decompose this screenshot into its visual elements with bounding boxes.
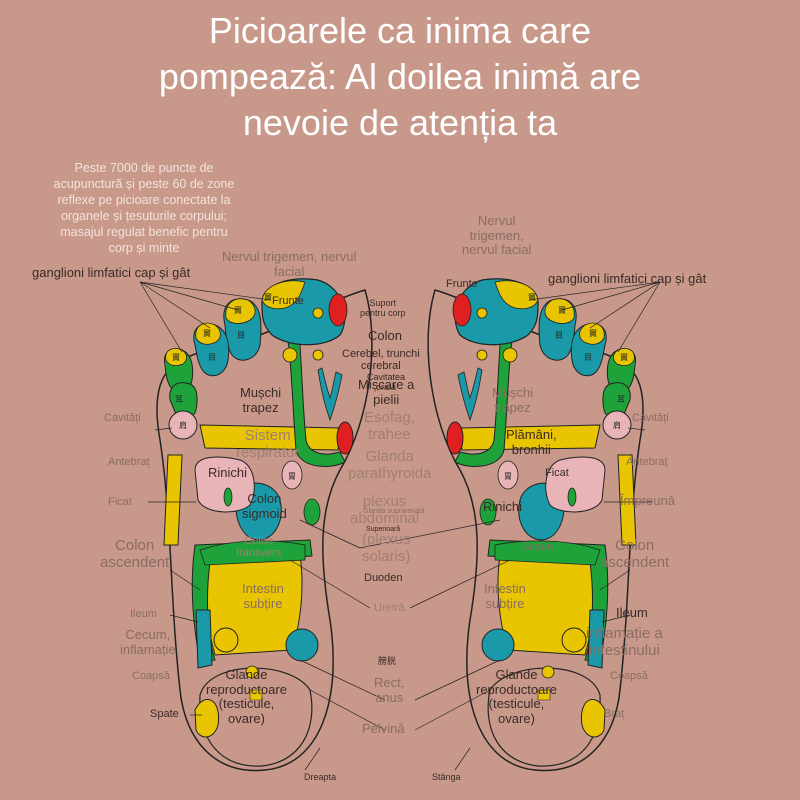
- leader-lines: [139, 281, 661, 771]
- label-glanda-suprarenala: Glanda suprarenală: [363, 508, 425, 515]
- label-pelvina: Pelvină: [362, 721, 405, 736]
- title-line-1: Picioarele ca inima care: [208, 10, 592, 51]
- svg-text:目: 目: [584, 353, 592, 362]
- label-esofag: Esofag,trahee: [364, 409, 415, 443]
- label-frunte-right: Frunte: [446, 278, 478, 290]
- label-ficat-right-zone: Ficat: [545, 467, 569, 479]
- ear-glyph-l: 耳: [175, 395, 183, 404]
- svg-text:目: 目: [555, 331, 563, 340]
- svg-text:竇: 竇: [620, 352, 628, 362]
- label-cavitati-right: Cavități: [632, 412, 669, 424]
- subtitle-line: corp și minte: [108, 241, 180, 255]
- sinus-glyph-2: 竇: [203, 328, 211, 338]
- label-colon-center: Colon: [368, 328, 402, 343]
- label-cecum: Cecum,inflamație: [120, 627, 176, 657]
- svg-text:竇: 竇: [589, 328, 597, 338]
- subtitle-line: organele și țesuturile corpului;: [60, 209, 228, 223]
- subtitle-line: masajul regulat benefic pentru: [60, 225, 228, 239]
- title-line-2: pompează: Al doilea inimă are: [158, 56, 642, 97]
- sinus-glyph-4: 竇: [264, 292, 272, 302]
- svg-text:肩: 肩: [613, 420, 621, 430]
- label-antebrat-left: Antebraț: [108, 456, 150, 468]
- label-cavitati-left: Cavități: [104, 412, 141, 424]
- label-impreuna: Împreună: [620, 493, 675, 508]
- label-coapsa-right: Coapsă: [610, 670, 648, 682]
- label-plamani: Plămâni,bronhii: [506, 427, 557, 457]
- svg-text:胃: 胃: [504, 472, 512, 481]
- label-uretra: Uretră: [374, 602, 405, 614]
- sinus-glyph-3: 竇: [172, 352, 180, 362]
- label-rinichi-left: Rinichi: [208, 465, 248, 480]
- subtitle-line: Peste 7000 de puncte de: [74, 161, 214, 175]
- subtitle-line: reflexe pe picioare conectate la: [57, 193, 231, 207]
- label-antebrat-right: Antebraț: [626, 456, 668, 468]
- label-coapsa-left: Coapsă: [132, 670, 170, 682]
- svg-text:耳: 耳: [617, 395, 625, 404]
- label-brat: Braț: [604, 708, 625, 720]
- title-line-3: nevoie de atenția ta: [242, 102, 558, 143]
- label-rect-anus: Rect,anus: [374, 675, 405, 705]
- page-title: Picioarele ca inima care pompează: Al do…: [40, 8, 760, 146]
- label-superioara: Superioară: [366, 526, 401, 533]
- label-ficat-left: Ficat: [108, 496, 132, 508]
- label-ganglioni-right: ganglioni limfatici cap și gât: [548, 271, 707, 286]
- subtitle-line: acupunctură și peste 60 de zone: [53, 177, 235, 191]
- label-bladder-glyph: 膀胱: [378, 656, 397, 666]
- label-frunte-left: Frunte: [272, 295, 304, 307]
- label-ileum-right: Ileum: [616, 605, 648, 620]
- label-stanga: Stânga: [432, 772, 461, 782]
- eye-glyph-l2: 目: [208, 353, 216, 362]
- label-ileum-left: Ileum: [130, 608, 157, 620]
- label-duoden: Duoden: [364, 572, 403, 584]
- subtitle: Peste 7000 de puncte de acupunctură și p…: [28, 160, 260, 256]
- label-scaun: Scaun: [522, 541, 554, 553]
- stomach-glyph-l: 胃: [288, 472, 296, 481]
- label-dreapta: Dreapta: [304, 772, 337, 782]
- eye-glyph-l: 目: [237, 331, 245, 340]
- shoulder-glyph-l: 肩: [179, 420, 187, 430]
- label-rinichi-right: Rinichi: [483, 499, 523, 514]
- label-spate: Spate: [150, 708, 179, 720]
- svg-text:竇: 竇: [528, 292, 536, 302]
- label-ganglioni-left: ganglioni limfatici cap și gât: [32, 265, 191, 280]
